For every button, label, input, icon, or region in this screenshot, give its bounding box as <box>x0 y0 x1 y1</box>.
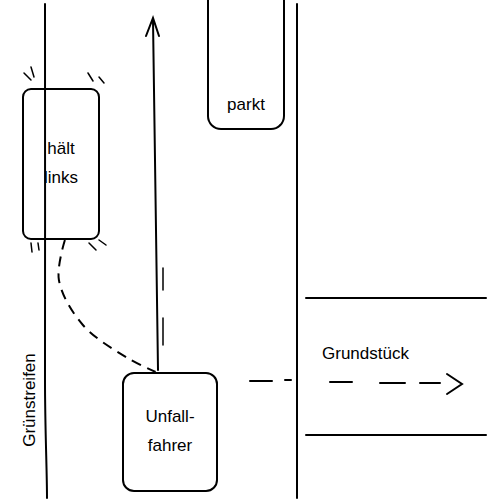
center-marking <box>162 268 164 345</box>
road-edge-right <box>296 4 298 498</box>
driving-direction-line <box>153 20 158 370</box>
arrow-head <box>447 374 462 394</box>
turning-path <box>285 379 291 381</box>
node-label: parkt <box>227 91 265 120</box>
parked-car: parkt <box>207 0 285 130</box>
driveway-edge <box>306 434 486 436</box>
car-box: Unfall- fahrer <box>122 372 218 492</box>
node-label: Unfall- fahrer <box>132 403 208 461</box>
trajectory-line <box>58 240 155 372</box>
arrow-head <box>146 18 159 36</box>
car-box: hält links <box>22 88 100 240</box>
indicator-rays <box>24 67 106 252</box>
turning-path <box>250 381 440 383</box>
area-label: Grundstück <box>322 345 409 364</box>
road-edge-left <box>45 4 47 498</box>
driveway-edge <box>306 297 486 299</box>
node-label: hält links <box>32 135 90 193</box>
strip-label: Grünstreifen <box>21 353 40 447</box>
